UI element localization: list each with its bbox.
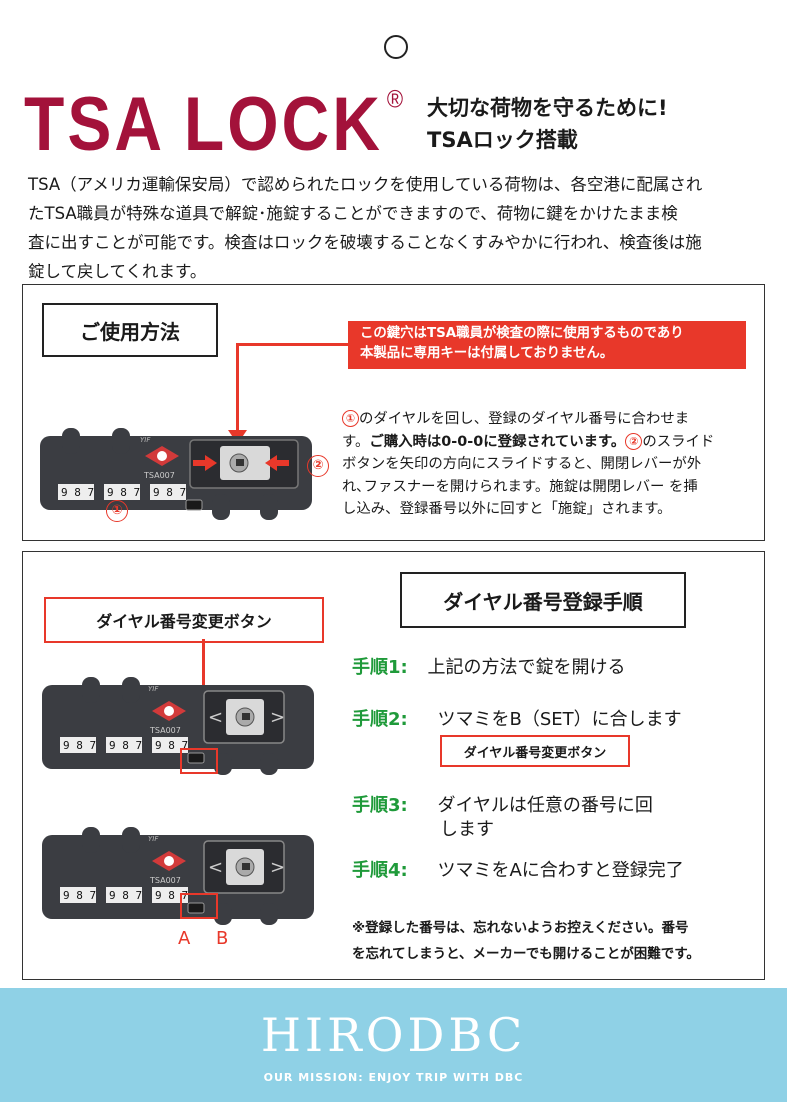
dial-digits: 9 8 7 bbox=[63, 739, 96, 752]
marker-2-icon: ② bbox=[307, 455, 329, 477]
step-3: 手順3: ダイヤルは任意の番号に回 bbox=[352, 791, 653, 817]
headline-line-2: TSAロック搭載 bbox=[427, 128, 578, 152]
headline-line-1: 大切な荷物を守るために! bbox=[427, 96, 668, 120]
footer-mission: OUR MISSION: ENJOY TRIP WITH DBC bbox=[263, 1071, 524, 1084]
lock-model-text: TSA007 bbox=[143, 471, 175, 480]
step-text: 上記の方法で錠を開ける bbox=[427, 657, 626, 678]
marker-1-icon: ① bbox=[106, 500, 128, 522]
step-text: ツマミをB（SET）に合します bbox=[437, 709, 682, 730]
change-button-title: ダイヤル番号変更ボタン bbox=[44, 597, 324, 643]
switch-highlight bbox=[180, 893, 218, 919]
usage-title: ご使用方法 bbox=[42, 303, 218, 357]
notice-line-1: この鍵穴はTSA職員が検査の際に使用するものであり bbox=[360, 326, 684, 341]
desc-text: のダイヤルを回し、登録のダイヤル番号に合わせま bbox=[359, 411, 690, 427]
desc-bold-text: ご購入時は0-0-0に登録されています。 bbox=[369, 433, 626, 450]
ab-label: A B bbox=[178, 928, 239, 949]
warning-note: ※登録した番号は、忘れないようお控えください。番号 を忘れてしまうと、メーカーで… bbox=[352, 915, 752, 967]
tsa-lock-illustration: TSA007 YIF 9 8 7 9 8 7 9 8 7 bbox=[40, 428, 312, 520]
step-3-continued: します bbox=[440, 819, 494, 840]
warning-line: を忘れてしまうと、メーカーでも開けることが困難です。 bbox=[352, 946, 700, 962]
dial-digits: 9 8 7 bbox=[153, 486, 186, 499]
register-title: ダイヤル番号登録手順 bbox=[400, 572, 686, 628]
intro-line: たTSA職員が特殊な道具で解錠･施錠することができますので、荷物に鍵をかけたまま… bbox=[28, 204, 678, 223]
svg-text:>: > bbox=[270, 707, 285, 728]
lock-model-text: TSA007 bbox=[149, 876, 181, 885]
intro-line: TSA（アメリカ運輸保安局）で認められたロックを使用している荷物は、各空港に配属… bbox=[28, 175, 703, 194]
step-2: 手順2: ツマミをB（SET）に合します bbox=[352, 705, 682, 731]
footer-brand: HIRODBC bbox=[260, 1008, 527, 1062]
slide-right-arrow-icon bbox=[193, 455, 217, 471]
register-section bbox=[22, 551, 765, 980]
dial-digits: 9 8 7 bbox=[63, 889, 96, 902]
step-text: ツマミをAに合わすと登録完了 bbox=[437, 860, 684, 881]
notice-line-2: 本製品に専用キーは付属しておりません。 bbox=[360, 346, 614, 361]
dial-digits: 9 8 7 bbox=[109, 889, 142, 902]
desc-text: ボタンを矢印の方向にスライドすると、開閉レバーが外 bbox=[342, 456, 702, 472]
footer-banner bbox=[0, 988, 787, 1102]
lock-model-text: TSA007 bbox=[149, 726, 181, 735]
headline: 大切な荷物を守るために! TSAロック搭載 bbox=[427, 92, 668, 156]
desc-text: し込み、登録番号以外に回すと「施錠」されます。 bbox=[342, 501, 672, 517]
step-label: 手順4: bbox=[352, 860, 408, 881]
desc-text: のスライド bbox=[642, 433, 715, 450]
desc-text: す。 bbox=[342, 433, 370, 450]
tsa-lock-illustration: < > TSA007 YIF 9 8 7 9 8 7 9 8 7 bbox=[42, 827, 314, 925]
usage-section bbox=[22, 284, 765, 541]
dial-digits: 9 8 7 bbox=[155, 739, 188, 752]
lock-brand-text: YIF bbox=[148, 685, 159, 693]
pointer-line bbox=[236, 343, 239, 435]
change-button-highlight bbox=[180, 748, 218, 774]
intro-line: 錠して戻してくれます。 bbox=[28, 262, 207, 281]
svg-text:<: < bbox=[208, 857, 223, 878]
intro-paragraph: TSA（アメリカ運輸保安局）で認められたロックを使用している荷物は、各空港に配属… bbox=[28, 170, 768, 286]
desc-text: れ､ファスナーを開けられます。施錠は開閉レバー を挿 bbox=[342, 478, 698, 495]
warning-line: ※登録した番号は、忘れないようお控えください。番号 bbox=[352, 920, 689, 936]
step-1: 手順1: 上記の方法で錠を開ける bbox=[352, 653, 625, 679]
keyhole-notice: この鍵穴はTSA職員が検査の際に使用するものであり 本製品に専用キーは付属してお… bbox=[348, 321, 746, 369]
svg-text:>: > bbox=[270, 857, 285, 878]
marker-2-icon: ② bbox=[625, 432, 643, 450]
tsa-lock-illustration: < > TSA007 YIF 9 8 7 9 8 7 9 8 7 bbox=[42, 677, 314, 775]
dial-digits: 9 8 7 bbox=[61, 486, 94, 499]
dial-digits: 9 8 7 bbox=[109, 739, 142, 752]
intro-line: 査に出すことが可能です。検査はロックを破壊することなくすみやかに行われ、検査後は… bbox=[28, 233, 702, 252]
pointer-line bbox=[236, 343, 349, 346]
dial-digits: 9 8 7 bbox=[107, 486, 140, 499]
lock-brand-text: YIF bbox=[140, 436, 151, 444]
tsa-lock-logo: TSA LOCK® bbox=[24, 81, 407, 167]
step-label: 手順3: bbox=[352, 795, 408, 816]
svg-text:<: < bbox=[208, 707, 223, 728]
marker-1-icon: ① bbox=[342, 410, 359, 427]
step-label: 手順2: bbox=[352, 709, 408, 730]
step-4: 手順4: ツマミをAに合わすと登録完了 bbox=[352, 856, 684, 882]
change-button-label: ダイヤル番号変更ボタン bbox=[440, 735, 630, 767]
step-label: 手順1: bbox=[352, 657, 408, 678]
step-text: ダイヤルは任意の番号に回 bbox=[437, 795, 653, 816]
dial-digits: 9 8 7 bbox=[155, 889, 188, 902]
hang-hole bbox=[384, 35, 408, 59]
slide-left-arrow-icon bbox=[265, 455, 289, 471]
lock-brand-text: YIF bbox=[148, 835, 159, 843]
